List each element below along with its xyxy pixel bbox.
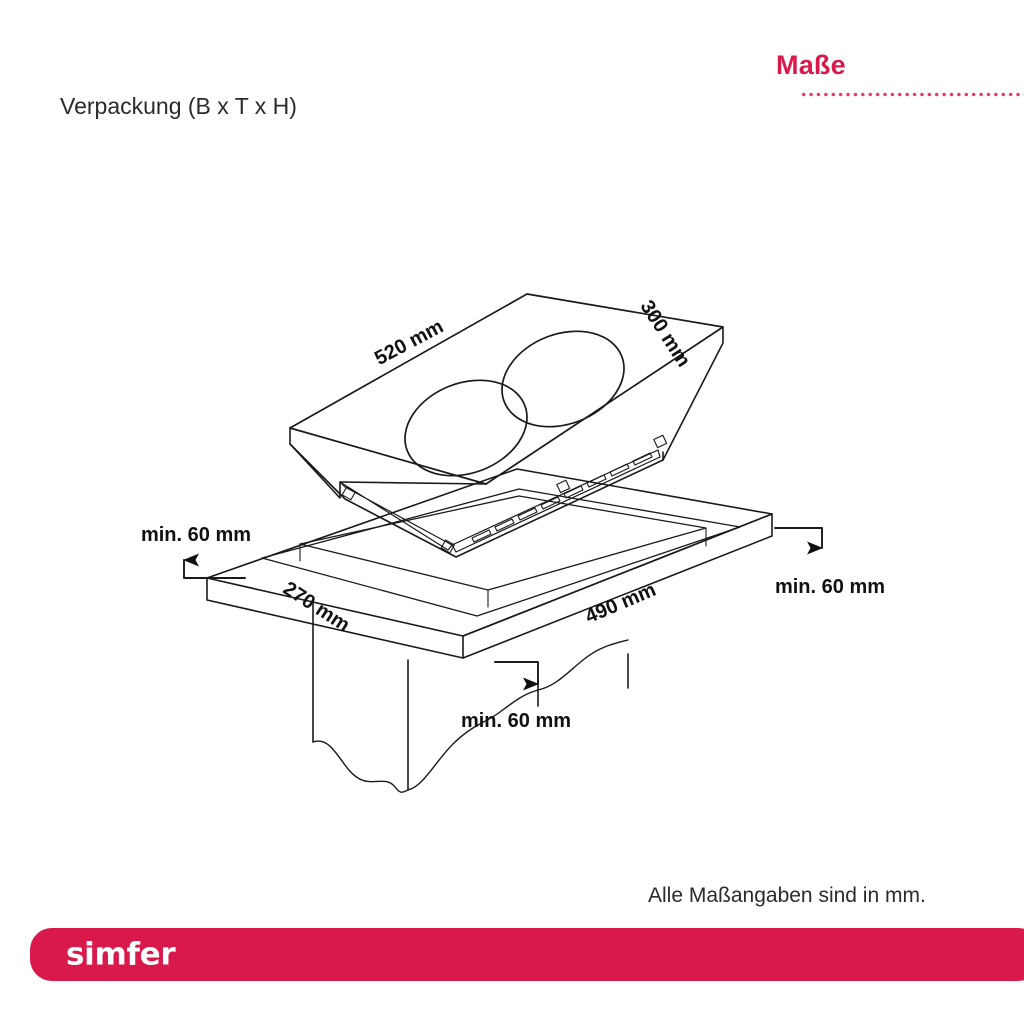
clearance-right-label: min. 60 mm: [775, 576, 885, 598]
brand-logo-simfer: simfer: [66, 935, 176, 972]
hob-ventilation-slots: [471, 452, 653, 543]
brand-footer-bar: simfer: [30, 928, 1024, 981]
hob-mounting-clips: [341, 434, 668, 554]
cabinet-body: [312, 599, 629, 793]
worktop-slab: [206, 468, 773, 659]
dimension-270mm: 270 mm: [279, 577, 353, 636]
clearance-front-label: min. 60 mm: [461, 710, 571, 732]
worktop-cutout: [299, 495, 707, 608]
measurement-unit-note: Alle Maßangaben sind in mm.: [648, 884, 926, 907]
dimension-300mm: 300 mm: [636, 297, 695, 371]
dimension-520mm: 520 mm: [371, 316, 447, 370]
dimension-490mm: 490 mm: [582, 579, 659, 628]
leader-lines: [183, 527, 823, 691]
cooking-zone-front: [404, 379, 528, 477]
page-title: Maße: [776, 50, 846, 80]
hob-unit: [289, 293, 724, 558]
clearance-left-label: min. 60 mm: [141, 524, 251, 546]
packaging-dimensions-label: Verpackung (B x T x H): [60, 93, 297, 119]
title-dotted-rule: [800, 92, 1024, 97]
cooking-zone-rear: [501, 330, 625, 428]
